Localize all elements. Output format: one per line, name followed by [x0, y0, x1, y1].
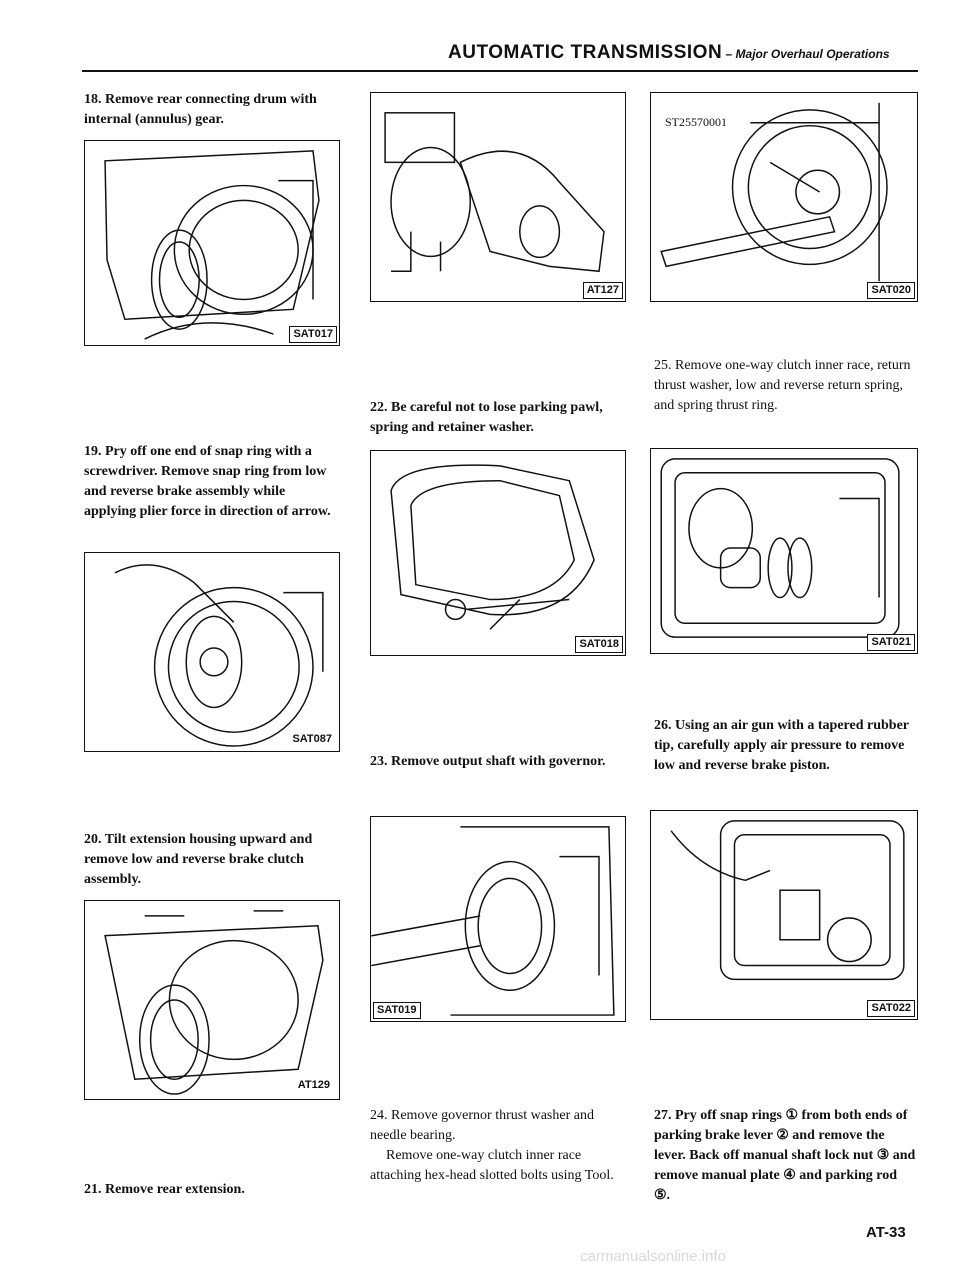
step-26: 26. Using an air gun with a tapered rubb… — [654, 718, 909, 773]
figure-sat021-drawing — [660, 458, 900, 638]
figure-at127-drawing — [384, 112, 605, 273]
figure-code: SAT020 — [867, 282, 915, 299]
figure-code: SAT018 — [575, 636, 623, 653]
step-18: 18. Remove rear connecting drum with int… — [84, 92, 317, 127]
figure-sat087-drawing — [114, 564, 324, 747]
header-title: AUTOMATIC TRANSMISSION — [448, 42, 723, 63]
page-number: AT-33 — [866, 1224, 906, 1241]
header-rule — [82, 70, 918, 72]
step-23: 23. Remove output shaft with governor. — [370, 754, 606, 769]
figure-code: SAT022 — [867, 1000, 915, 1017]
figure-code: AT127 — [582, 282, 623, 299]
figure-sat017-drawing — [104, 150, 320, 340]
step-22: 22. Be careful not to lose parking pawl,… — [370, 400, 603, 435]
header-subtitle: – Major Overhaul Operations — [722, 47, 890, 61]
figure-sat022: SAT022 — [650, 810, 918, 1020]
step-24: 24. Remove governor thrust washer and ne… — [370, 1108, 614, 1183]
step-25: 25. Remove one-way clutch inner race, re… — [654, 358, 911, 413]
figure-sat021: SAT021 — [650, 448, 918, 654]
step-21: 21. Remove rear extension. — [84, 1182, 245, 1197]
figure-code: SAT017 — [289, 326, 337, 343]
figure-code: SAT019 — [373, 1002, 421, 1019]
figure-sat022-drawing — [670, 820, 905, 981]
tool-number: ST25570001 — [665, 115, 728, 130]
figure-at129: AT129 — [84, 900, 340, 1100]
figure-sat017: SAT017 — [84, 140, 340, 346]
step-20: 20. Tilt extension housing upward and re… — [84, 832, 313, 887]
figure-sat020: ST25570001 SAT020 — [650, 92, 918, 302]
figure-code: SAT021 — [867, 634, 915, 651]
step-19: 19. Pry off one end of snap ring with a … — [84, 444, 331, 519]
figure-at129-drawing — [104, 910, 324, 1095]
figure-at127: AT127 — [370, 92, 626, 302]
figure-sat018-drawing — [390, 464, 595, 630]
step-27: 27. Pry off snap rings ① from both ends … — [654, 1108, 916, 1203]
figure-sat019: SAT019 — [370, 816, 626, 1022]
watermark: carmanualsonline.info — [580, 1248, 726, 1265]
figure-code: SAT087 — [289, 732, 335, 747]
figure-sat020-drawing — [660, 102, 888, 282]
figure-sat087: SAT087 — [84, 552, 340, 752]
figure-sat019-drawing — [371, 826, 615, 1016]
figure-sat018: SAT018 — [370, 450, 626, 656]
figure-code: AT129 — [294, 1078, 333, 1093]
page-header: AUTOMATIC TRANSMISSION – Major Overhaul … — [448, 42, 890, 64]
